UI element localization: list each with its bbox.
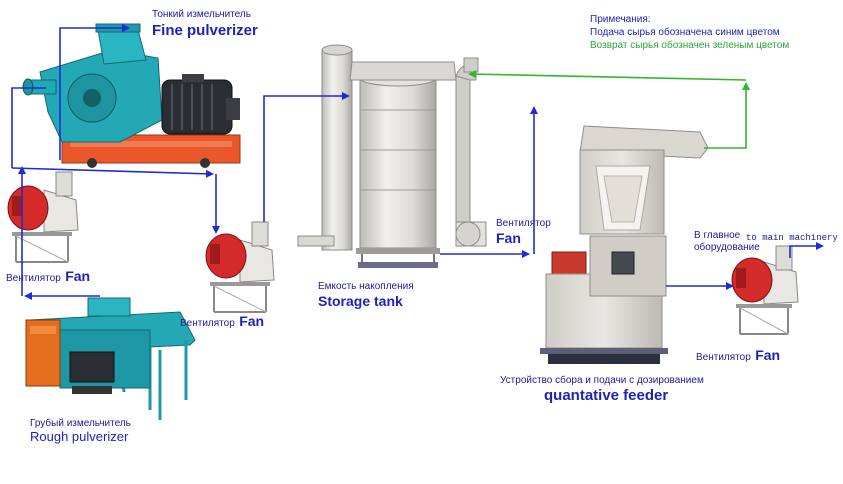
- fine-pulverizer-ru-label: Тонкий измельчитель: [152, 9, 251, 20]
- return-flow-lines: [468, 70, 750, 149]
- fan-left-label: Вентилятор Fan: [6, 268, 90, 286]
- feed-line-fine-left: [11, 87, 46, 168]
- fan-left-ru: Вентилятор: [6, 273, 61, 284]
- feed-line-fine-down: [11, 167, 214, 178]
- fan-right-label: Вентилятор Fan: [696, 347, 780, 365]
- main-machinery-ru-1: В главное: [694, 230, 741, 241]
- fan-tank-ru: Вентилятор: [496, 218, 551, 229]
- notes-title: Примечания:: [590, 14, 651, 25]
- quantative-feeder-machine: [540, 125, 709, 364]
- fan-right-machine: [731, 245, 799, 335]
- fine-pulverizer-en-label: Fine pulverizer: [152, 22, 258, 39]
- notes-green-return: Возврат сырья обозначен зеленым цветом: [590, 40, 790, 51]
- feed-flow-lines: [11, 24, 824, 300]
- rough-pulverizer-en-label: Rough pulverizer: [30, 429, 129, 444]
- rough-pulverizer-ru-label: Грубый измельчитель: [30, 418, 131, 429]
- rough-pulverizer-machine: [25, 297, 196, 420]
- feed-line-fine-top: [59, 24, 130, 160]
- fan-left-machine: [7, 171, 79, 263]
- fan-right-en: Fan: [755, 347, 781, 363]
- fan-left-en: Fan: [65, 268, 91, 284]
- fine-pulverizer-hopper: [97, 29, 147, 65]
- return-line-feeder-up: [704, 82, 750, 149]
- main-machinery-ru-2: оборудование: [694, 242, 760, 253]
- return-line-to-tank: [468, 70, 747, 81]
- feeder-en-label: quantative feeder: [544, 387, 669, 404]
- fan-right-ru: Вентилятор: [696, 352, 751, 363]
- feed-line-to-main: [789, 242, 824, 258]
- fine-pulverizer-machine: [22, 23, 241, 168]
- feed-line-mid-fan-to-tank: [263, 92, 350, 222]
- storage-tank-ru-label: Емкость накопления: [318, 281, 414, 292]
- storage-tank-machine: [297, 44, 487, 268]
- storage-tank-en-label: Storage tank: [318, 293, 403, 309]
- main-machinery-en: to main machinery: [746, 233, 838, 243]
- feeder-ru-label: Устройство сбора и подачи с дозированием: [500, 375, 704, 386]
- fan-middle-label: Вентилятор Fan: [180, 313, 264, 331]
- fan-tank-en: Fan: [496, 230, 521, 246]
- fan-middle-en: Fan: [239, 313, 265, 329]
- fan-middle-ru: Вентилятор: [180, 318, 235, 329]
- notes-blue-feed: Подача сырья обозначена синим цветом: [590, 27, 780, 38]
- fan-middle-machine: [205, 221, 275, 313]
